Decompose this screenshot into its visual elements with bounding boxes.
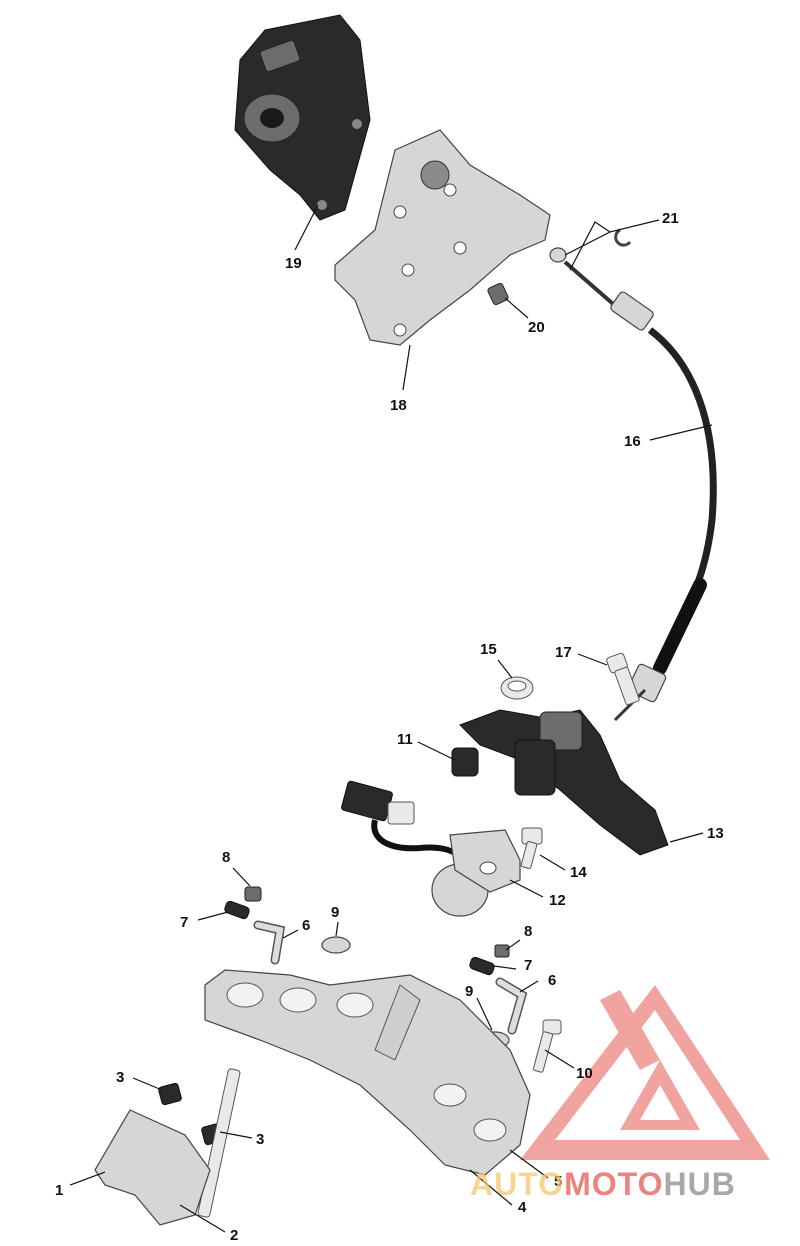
callout-18: 18	[390, 397, 407, 414]
part-4-manifold	[204, 969, 531, 1176]
part-12-sensor	[341, 780, 521, 917]
callout-1: 1	[55, 1182, 63, 1199]
callout-20: 20	[528, 319, 545, 336]
watermark-moto: MOTO	[564, 1166, 663, 1202]
watermark-logo	[520, 985, 770, 1160]
callout-9-left: 9	[331, 904, 339, 921]
part-7-spring-left	[224, 900, 250, 920]
callout-2: 2	[230, 1227, 238, 1244]
part-1-support	[94, 1109, 211, 1226]
callout-6-right: 6	[548, 972, 556, 989]
callout-11: 11	[397, 731, 413, 748]
callout-9-right: 9	[465, 983, 473, 1000]
part-15-spacer	[500, 676, 534, 700]
part-14-screw	[520, 827, 543, 869]
callout-12: 12	[549, 892, 566, 909]
part-11-stopper	[451, 747, 479, 777]
watermark-hub: HUB	[663, 1166, 735, 1202]
part-8-nut-right	[494, 944, 510, 958]
svg-text:AUTOMOTOHUB: AUTOMOTOHUB	[470, 1166, 736, 1202]
part-19-actuator	[234, 14, 371, 221]
part-21-clip	[614, 228, 632, 247]
callout-10: 10	[576, 1065, 593, 1082]
part-6-fitting-left	[253, 920, 286, 965]
part-6-fitting-right	[495, 977, 528, 1035]
callout-6-left: 6	[302, 917, 310, 934]
watermark-text: AUTOMOTOHUB	[470, 1166, 736, 1202]
part-7-spring-right	[469, 956, 495, 976]
part-16-cable	[549, 247, 717, 722]
callout-16: 16	[624, 433, 641, 450]
leader-lines	[69, 204, 713, 1233]
part-17-bolt	[606, 652, 640, 706]
callout-21: 21	[662, 210, 679, 227]
part-10-bolt	[532, 1019, 562, 1073]
watermark-auto: AUTO	[470, 1166, 564, 1202]
part-2-stud	[197, 1068, 241, 1218]
callout-19: 19	[285, 255, 302, 272]
callout-8-right: 8	[524, 923, 532, 940]
callout-14: 14	[570, 864, 587, 881]
callout-17: 17	[555, 644, 572, 661]
callout-3-lower: 3	[256, 1131, 264, 1148]
part-8-nut-left	[244, 886, 262, 902]
part-13-housing	[459, 709, 669, 856]
callout-13: 13	[707, 825, 724, 842]
callout-7-right: 7	[524, 957, 532, 974]
callout-8-left: 8	[222, 849, 230, 866]
callout-5: 5	[554, 1173, 562, 1190]
callout-7-left: 7	[180, 914, 188, 931]
callout-4: 4	[518, 1199, 527, 1216]
part-20-bolt	[487, 282, 509, 306]
callout-15: 15	[480, 641, 497, 658]
part-9-washer-left	[321, 936, 351, 954]
callout-3-upper: 3	[116, 1069, 124, 1086]
part-3-nut-upper	[158, 1082, 182, 1106]
part-18-bracket	[334, 129, 551, 346]
callout-labels: 1 2 3 3 4 5 6 6 7 7 8 8 9 9 10 11 12 13 …	[55, 210, 724, 1244]
